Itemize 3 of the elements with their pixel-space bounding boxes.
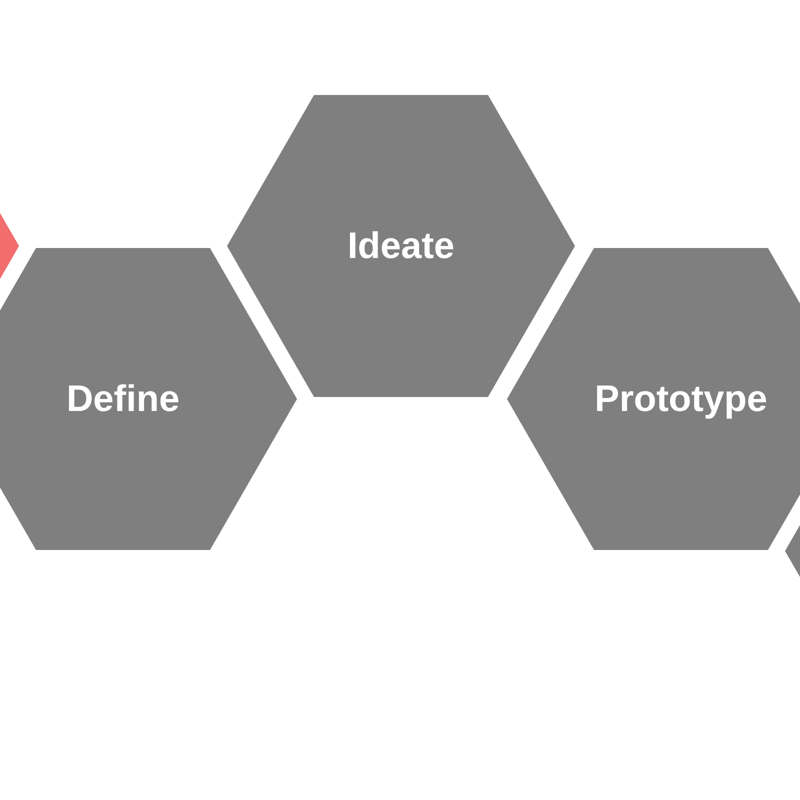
stage-label: Define [66, 378, 180, 420]
stage-label: Prototype [594, 378, 768, 420]
stage-label: Ideate [348, 225, 454, 267]
